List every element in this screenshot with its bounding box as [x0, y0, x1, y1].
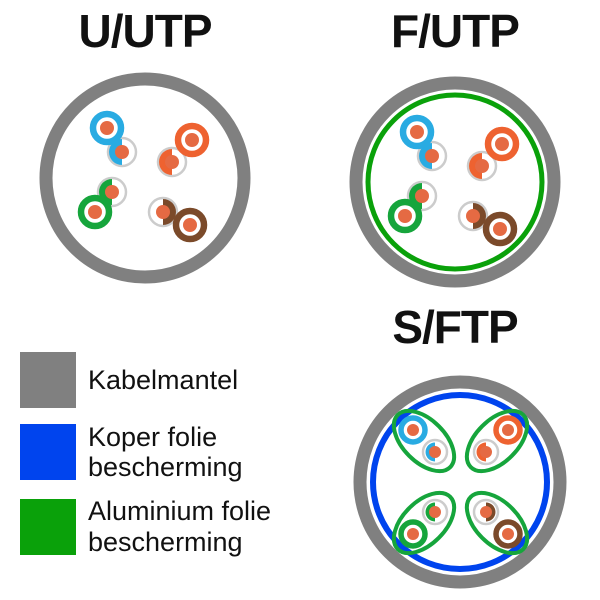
- aluminium-foil-color-swatch: [20, 498, 76, 555]
- wire-brown-white: [472, 498, 500, 526]
- wire-green-white: [421, 498, 449, 526]
- wire-blue-white: [106, 136, 138, 168]
- wire-core: [398, 209, 412, 223]
- wire-orange-white: [472, 438, 500, 466]
- pair-shield-ellipse: [391, 490, 457, 556]
- uutp-pair-green: [77, 176, 128, 230]
- wire-core: [429, 506, 441, 518]
- wire-core: [407, 528, 419, 540]
- wire-blue-solid: [89, 110, 125, 146]
- wire-core: [493, 222, 507, 236]
- legend: Kabelmantel Koper folie bescherming Alum…: [20, 352, 300, 571]
- uutp-pair-blue: [89, 110, 138, 168]
- sftp-diagram: [353, 375, 567, 589]
- futp-foil-ring: [365, 92, 545, 272]
- wire-core: [429, 446, 441, 458]
- sftp-braid-ring: [370, 392, 550, 572]
- wire-core: [480, 446, 492, 458]
- wire-orange-white: [156, 146, 188, 178]
- copper-foil-color-swatch: [20, 424, 76, 481]
- futp-pair-brown: [457, 200, 518, 247]
- wire-core: [502, 424, 514, 436]
- legend-label: Kabelmantel: [88, 364, 239, 395]
- jacket-color-swatch: [20, 352, 76, 408]
- legend-item-koper-folie: Koper folie bescherming: [20, 422, 300, 482]
- sftp-pair-brown: [464, 490, 530, 556]
- wire-brown-solid: [172, 207, 208, 243]
- wire-green-solid: [387, 198, 423, 234]
- legend-item-kabelmantel: Kabelmantel: [20, 352, 300, 408]
- futp-jacket-ring: [349, 76, 561, 288]
- wire-core: [100, 121, 114, 135]
- wire-core: [185, 133, 199, 147]
- wire-core: [466, 209, 480, 223]
- sftp-jacket-ring: [353, 375, 567, 589]
- wire-core: [105, 185, 119, 199]
- legend-item-aluminium-folie: Aluminium folie bescherming: [20, 496, 300, 557]
- wire-core: [407, 424, 419, 436]
- wire-blue-solid: [398, 415, 428, 445]
- uutp-diagram: [39, 72, 251, 284]
- wire-core: [410, 125, 424, 139]
- wire-core: [415, 189, 429, 203]
- legend-label: Koper folie bescherming: [88, 422, 243, 483]
- wire-orange-solid: [493, 415, 523, 445]
- wire-green-solid: [77, 194, 113, 230]
- legend-label: Aluminium folie bescherming: [88, 496, 272, 557]
- wire-green-solid: [398, 519, 428, 549]
- wire-blue-white: [421, 438, 449, 466]
- wire-core: [475, 159, 489, 173]
- wire-blue-white: [416, 140, 448, 172]
- wire-core: [425, 149, 439, 163]
- uutp-jacket-ring: [39, 72, 251, 284]
- futp-pair-blue: [399, 114, 448, 172]
- sftp-pair-green: [391, 490, 457, 556]
- wire-orange-solid: [484, 126, 520, 162]
- wire-brown-white: [457, 200, 489, 232]
- wire-orange-solid: [174, 122, 210, 158]
- wire-core: [495, 137, 509, 151]
- futp-title: F/UTP: [391, 5, 520, 57]
- uutp-pair-orange: [156, 122, 210, 178]
- wire-core: [165, 155, 179, 169]
- futp-diagram: [349, 76, 561, 288]
- sftp-pair-blue: [391, 408, 457, 474]
- wire-core: [88, 205, 102, 219]
- wire-core: [480, 506, 492, 518]
- pair-shield-ellipse: [391, 408, 457, 474]
- wire-core: [183, 218, 197, 232]
- wire-blue-solid: [399, 114, 435, 150]
- wire-brown-solid: [493, 519, 523, 549]
- wire-core: [115, 145, 129, 159]
- uutp-title: U/UTP: [78, 5, 213, 57]
- futp-pair-green: [387, 180, 438, 234]
- pair-shield-ellipse: [464, 490, 530, 556]
- sftp-pair-orange: [464, 408, 530, 474]
- uutp-pair-brown: [147, 196, 208, 243]
- sftp-title: S/FTP: [392, 301, 518, 353]
- wire-core: [502, 528, 514, 540]
- wire-core: [156, 205, 170, 219]
- wire-brown-white: [147, 196, 179, 228]
- wire-brown-solid: [482, 211, 518, 247]
- pair-shield-ellipse: [464, 408, 530, 474]
- wire-orange-white: [466, 150, 498, 182]
- futp-pair-orange: [466, 126, 520, 182]
